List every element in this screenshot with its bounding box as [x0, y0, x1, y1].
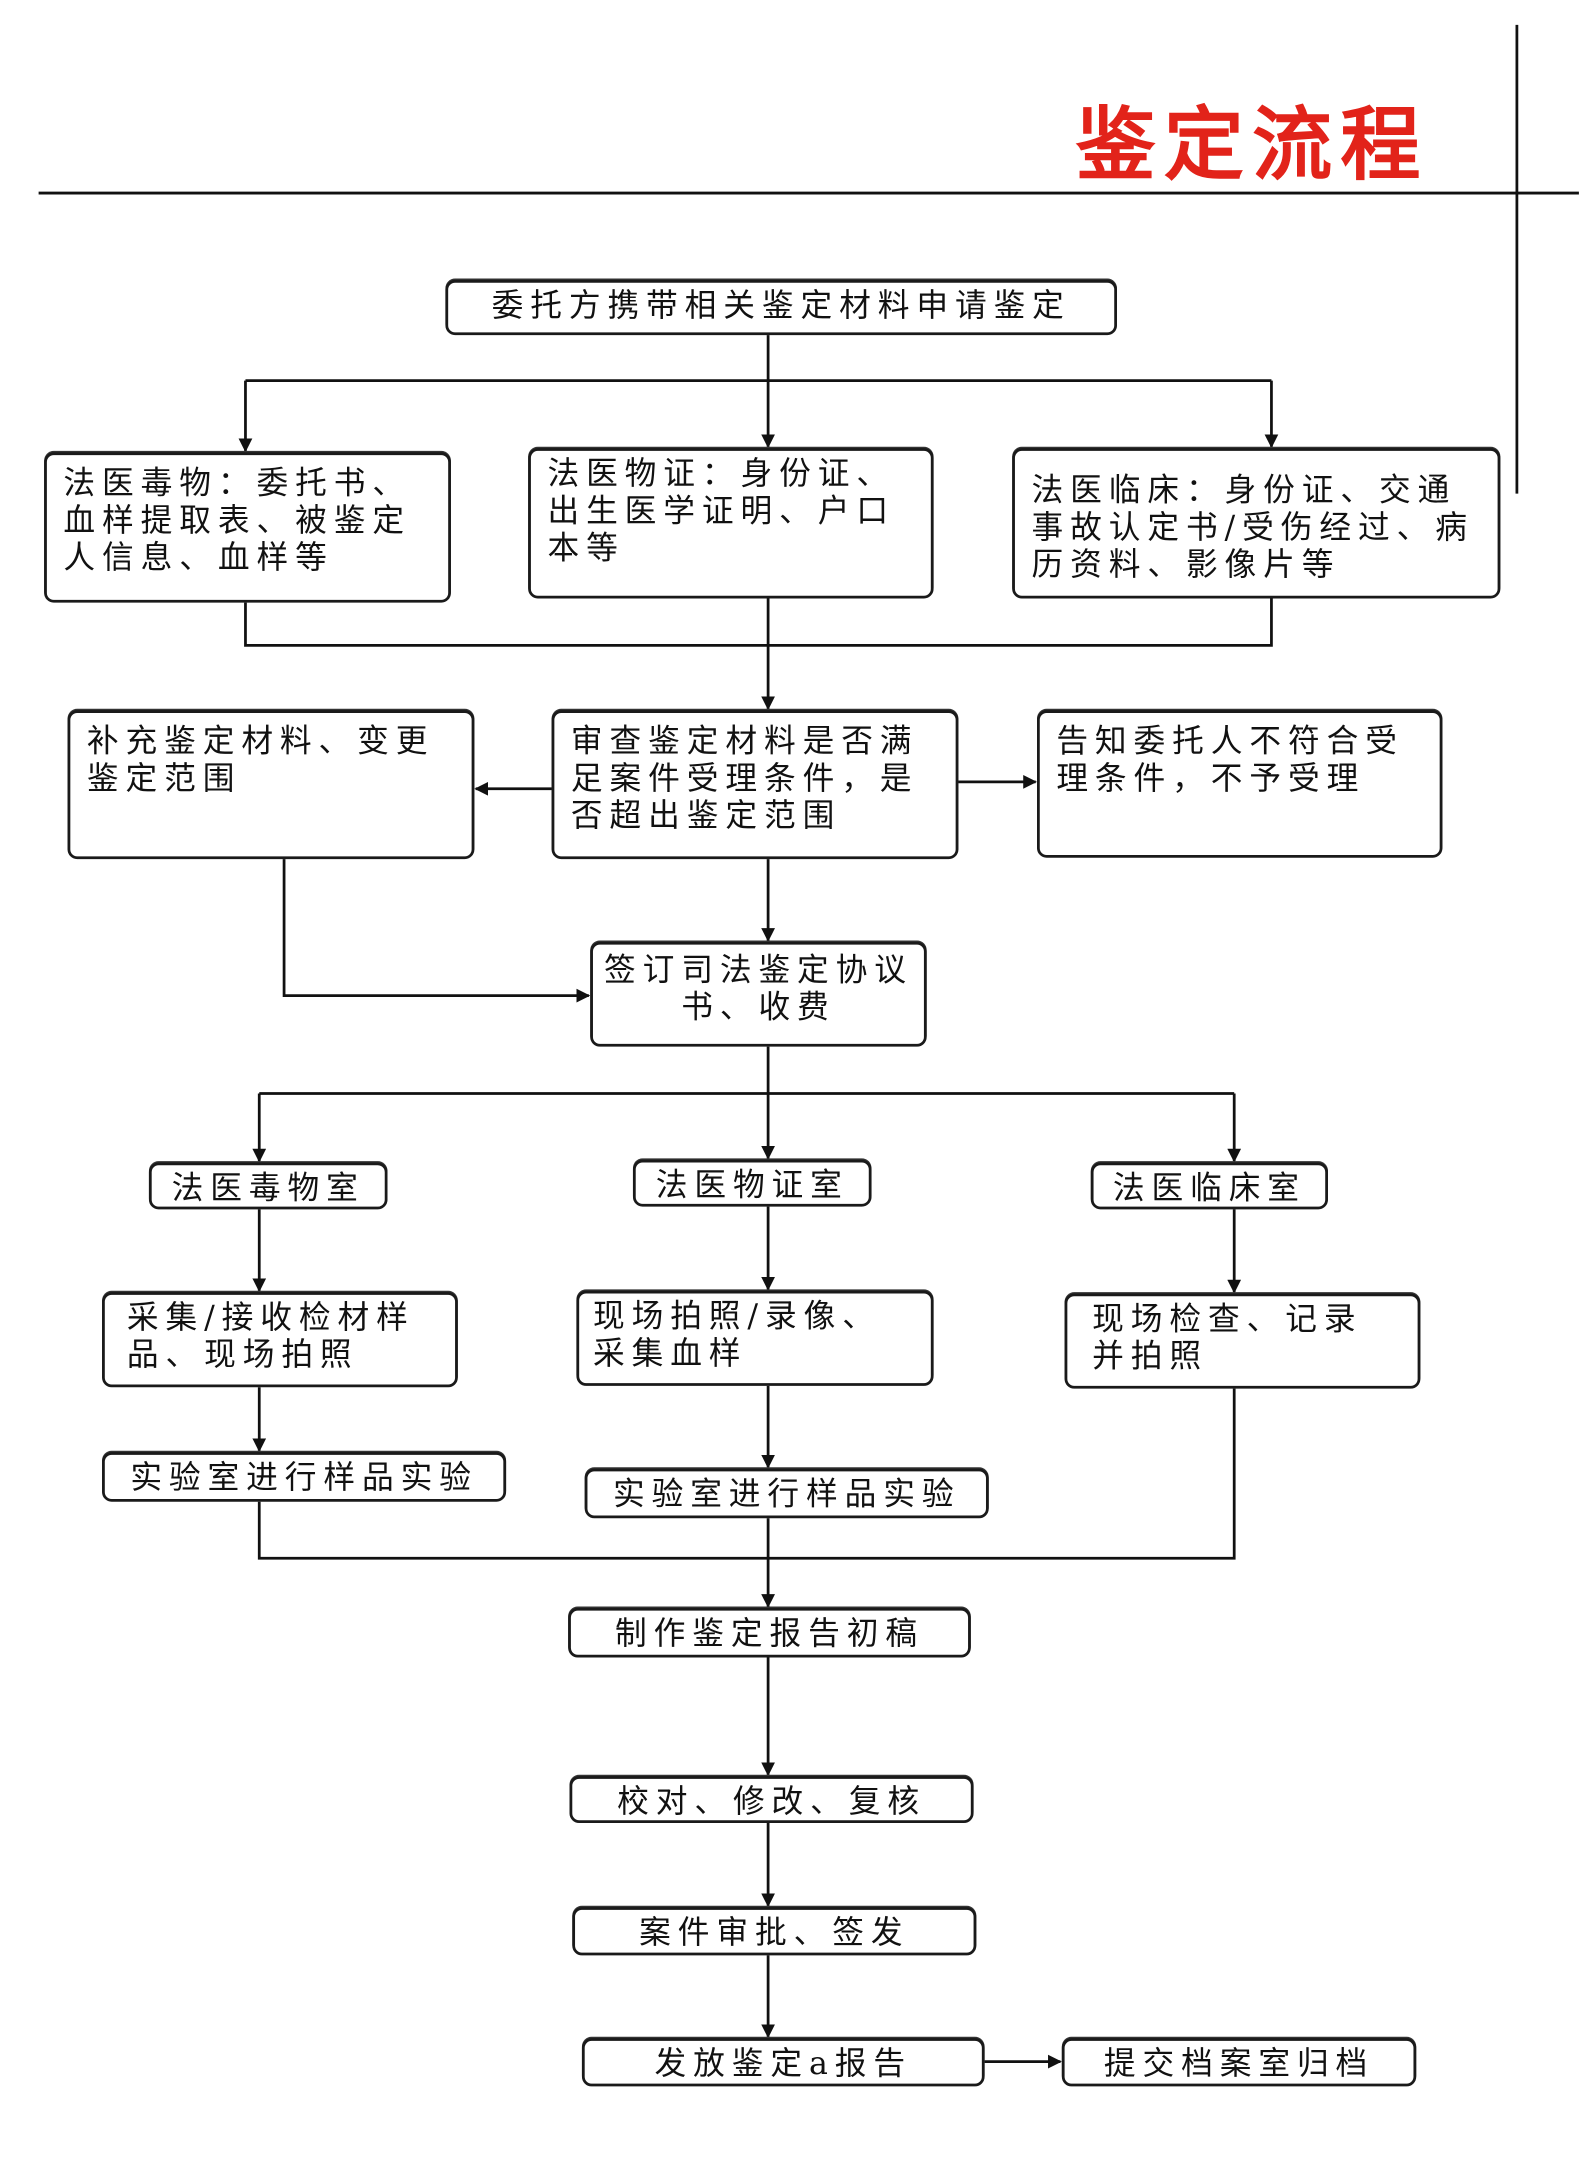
- step-tox-collect: 采集/接收检材样品、现场拍照: [102, 1292, 458, 1388]
- step-evidence-collect: 现场拍照/录像、采集血样: [576, 1290, 934, 1386]
- step-reject: 告知委托人不符合受理条件，不予受理: [1037, 710, 1443, 858]
- step-tox-materials: 法医毒物：委托书、血样提取表、被鉴定人信息、血样等: [44, 452, 451, 603]
- step-archive: 提交档案室归档: [1061, 2038, 1417, 2087]
- step-tox-lab: 实验室进行样品实验: [102, 1452, 507, 1502]
- step-evidence-materials: 法医物证：身份证、出生医学证明、户口本等: [528, 448, 934, 599]
- step-apply: 委托方携带相关鉴定材料申请鉴定: [445, 279, 1117, 336]
- step-supplement: 补充鉴定材料、变更鉴定范围: [67, 710, 475, 860]
- step-issue: 发放鉴定a报告: [581, 2038, 985, 2087]
- clinical-room: 法医临床室: [1090, 1162, 1328, 1210]
- step-clinical-exam: 现场检查、记录并拍照: [1064, 1293, 1421, 1389]
- step-agreement: 签订司法鉴定协议书、收费: [590, 941, 927, 1047]
- step-review: 审查鉴定材料是否满足案件受理条件，是否超出鉴定范围: [551, 710, 959, 860]
- page-title: 鉴定流程: [1075, 97, 1429, 192]
- step-evidence-lab: 实验室进行样品实验: [584, 1468, 989, 1519]
- step-proofread: 校对、修改、复核: [569, 1776, 974, 1824]
- step-clinical-materials: 法医临床：身份证、交通事故认定书/受伤经过、病历资料、影像片等: [1012, 448, 1501, 599]
- tox-room: 法医毒物室: [148, 1162, 388, 1210]
- step-approve: 案件审批、签发: [572, 1907, 977, 1956]
- step-draft: 制作鉴定报告初稿: [568, 1607, 971, 1658]
- evidence-room: 法医物证室: [632, 1159, 872, 1207]
